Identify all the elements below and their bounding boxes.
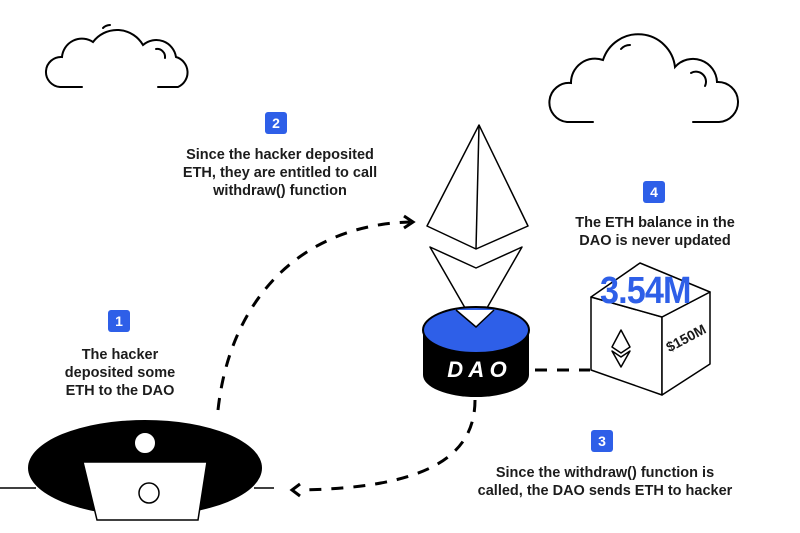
cloud-icon xyxy=(44,24,189,88)
arrow-head-icon xyxy=(289,482,301,498)
step-3-line: called, the DAO sends ETH to hacker xyxy=(477,483,733,499)
step-2-line: withdraw() function xyxy=(213,183,347,199)
step-2-badge: 2 xyxy=(265,112,287,134)
step-1-line: ETH to the DAO xyxy=(65,383,175,399)
step-4-text: The ETH balance in the DAO is never upda… xyxy=(555,214,755,250)
step-2-line: Since the hacker deposited xyxy=(186,147,374,163)
step-4-line: DAO is never updated xyxy=(579,233,731,249)
eth-amount: 3.54M xyxy=(600,270,691,312)
cloud-icon xyxy=(548,33,740,123)
step-2-text: Since the hacker deposited ETH, they are… xyxy=(160,146,400,200)
step-1-badge: 1 xyxy=(108,310,130,332)
step-4-badge: 4 xyxy=(643,181,665,203)
dao-label: D A O xyxy=(447,357,507,382)
step-1-line: The hacker xyxy=(81,347,159,363)
dashed-arrow-icon xyxy=(299,399,477,492)
step-3-badge: 3 xyxy=(591,430,613,452)
arrow-head-icon xyxy=(403,214,416,230)
step-1-line: deposited some xyxy=(64,365,176,381)
step-3-text: Since the withdraw() function is called,… xyxy=(470,464,740,500)
dao-cylinder-icon xyxy=(422,306,530,397)
step-2-line: ETH, they are entitled to call xyxy=(182,165,378,181)
treasure-box-icon xyxy=(590,262,711,396)
step-4-line: The ETH balance in the xyxy=(575,215,735,231)
ethereum-logo-icon xyxy=(426,124,529,328)
step-3-line: Since the withdraw() function is xyxy=(495,465,715,481)
step-1-text: The hacker deposited some ETH to the DAO xyxy=(55,346,185,400)
